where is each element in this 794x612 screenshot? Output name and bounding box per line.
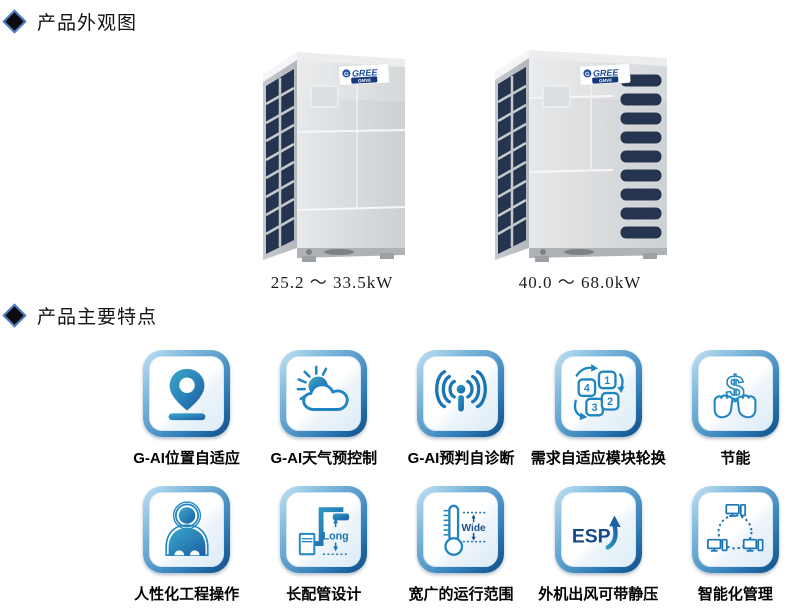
feature-location: G-AI位置自适应 — [118, 350, 255, 468]
module-number: 2 — [607, 396, 613, 408]
brand-text: GREE — [352, 67, 379, 78]
feature-label: 智能化管理 — [697, 586, 773, 603]
engineer-person-icon — [164, 500, 209, 556]
wide-text: Wide — [461, 522, 486, 533]
feature-weather: G-AI天气预控制 — [255, 350, 392, 468]
svg-text:G: G — [344, 72, 349, 78]
feature-long-piping: Long 长配管设计 — [255, 486, 392, 604]
network-icon — [707, 503, 764, 552]
feature-label: 需求自适应模块轮换 — [530, 450, 666, 467]
feature-row-1: G-AI位置自适应 — [118, 350, 794, 468]
dollar-hands-icon: $ — [713, 368, 757, 418]
capacity-label-small: 25.2 ～ 33.5kW — [270, 273, 394, 292]
feature-smart-management: 智能化管理 — [667, 486, 794, 604]
feature-label: G-AI天气预控制 — [270, 450, 378, 467]
section-heading-appearance: 产品外观图 — [2, 8, 137, 35]
module-number: 1 — [604, 374, 610, 386]
feature-user-friendly: 人性化工程操作 — [118, 486, 255, 604]
product-image-small-unit: G GREE GMV6 — [253, 42, 411, 269]
svg-text:G: G — [585, 72, 590, 78]
diamond-bullet-icon — [2, 9, 27, 34]
product-image-large-unit: G GREE GMV6 — [487, 40, 673, 269]
module-rotation-icon: 1 2 3 4 — [574, 363, 625, 420]
section-title: 产品主要特点 — [37, 307, 158, 328]
access-panel — [542, 85, 571, 108]
signal-antenna-icon — [435, 369, 487, 411]
feature-label: 长配管设计 — [286, 586, 362, 603]
thermometer-icon: Wide — [443, 504, 486, 556]
series-text: GMV6 — [358, 78, 371, 84]
esp-text: ESP — [572, 525, 611, 547]
feature-esp: ESP 外机出风可带静压 — [530, 486, 667, 604]
capacity-label-large: 40.0 ～ 68.0kW — [518, 273, 642, 292]
feature-label: 节能 — [720, 450, 751, 467]
outdoor-unit-large-illustration: G GREE GMV6 — [495, 50, 667, 262]
sun-cloud-icon — [296, 365, 349, 411]
feature-label: G-AI预判自诊断 — [407, 450, 515, 467]
esp-arrow-icon: ESP — [572, 514, 621, 550]
feature-wide-range: Wide 宽广的运行范围 — [392, 486, 529, 604]
feature-module-rotation: 1 2 3 4 需 — [530, 350, 667, 468]
section-heading-features: 产品主要特点 — [2, 302, 157, 329]
feature-diagnosis: G-AI预判自诊断 — [392, 350, 529, 468]
feature-label: 宽广的运行范围 — [408, 586, 514, 603]
series-text: GMV6 — [599, 78, 612, 84]
feature-energy-saving: $ 节能 — [667, 350, 794, 468]
feature-label: 人性化工程操作 — [134, 586, 240, 603]
module-number: 3 — [592, 401, 598, 413]
outdoor-unit-small-illustration: G GREE GMV6 — [263, 52, 406, 262]
feature-row-2: 人性化工程操作 Long — [118, 486, 794, 604]
front-grille — [619, 73, 663, 240]
location-pin-icon — [168, 368, 205, 420]
gree-logo: G GREE GMV6 — [579, 63, 631, 86]
module-number: 4 — [584, 382, 590, 394]
gree-logo: G GREE GMV6 — [338, 63, 390, 86]
long-text: Long — [322, 530, 348, 542]
section-title: 产品外观图 — [37, 13, 138, 34]
access-panel — [310, 85, 339, 108]
long-piping-icon: Long — [298, 506, 349, 555]
brand-text: GREE — [593, 67, 620, 78]
feature-label: 外机出风可带静压 — [538, 586, 659, 603]
feature-label: G-AI位置自适应 — [133, 450, 240, 467]
diamond-bullet-icon — [2, 303, 27, 328]
